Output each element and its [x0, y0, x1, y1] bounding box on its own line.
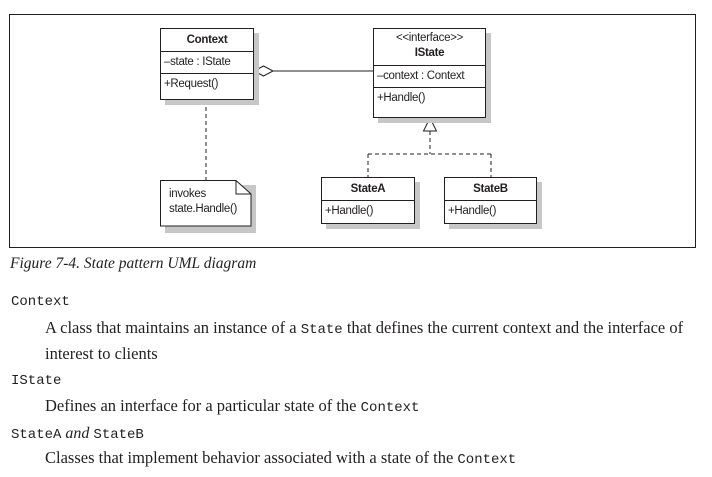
uml-note: invokes state.Handle()	[160, 180, 256, 233]
description-text: Defines an interface for a particular st…	[45, 396, 361, 415]
istate-stereotype: <<interface>>	[395, 32, 464, 44]
stateb-class-name: StateB	[473, 183, 508, 195]
note-shape	[160, 180, 256, 233]
definition-term-istate: IState	[11, 373, 62, 389]
description-text: A class that maintains an instance of a	[45, 318, 301, 337]
note-line: state.Handle()	[169, 203, 238, 215]
description-code: Context	[360, 400, 420, 416]
term-code: StateB	[93, 427, 144, 443]
realization-triangle	[422, 116, 438, 132]
definition-term-statea-stateb: StateA and StateB	[11, 425, 144, 443]
definition-term-context: Context	[11, 294, 70, 310]
definition-description-context: A class that maintains an instance of a …	[45, 316, 710, 366]
stateb-operation: +Handle()	[445, 200, 536, 222]
context-class-box: Context –state : IState +Request()	[160, 28, 254, 100]
description-text: Classes that implement behavior associat…	[45, 448, 458, 467]
description-text: that defines the current context and the…	[45, 318, 684, 363]
stateb-class-box: StateB +Handle()	[444, 177, 537, 224]
term-conjunction: and	[61, 425, 94, 442]
aggregation-diamond	[252, 65, 275, 77]
description-code: Context	[457, 452, 517, 468]
figure-caption: Figure 7-4. State pattern UML diagram	[10, 255, 257, 272]
definition-description-states: Classes that implement behavior associat…	[45, 446, 710, 472]
note-line: invokes	[169, 188, 206, 200]
istate-interface-box: <<interface>> IState –context : Context …	[373, 28, 486, 118]
context-class-operation: +Request()	[161, 73, 253, 95]
statea-class-name: StateA	[350, 183, 386, 195]
description-code: State	[300, 322, 343, 338]
term-code: StateA	[11, 427, 62, 443]
statea-operation: +Handle()	[322, 200, 414, 222]
istate-attribute: –context : Context	[374, 65, 485, 87]
statea-class-box: StateA +Handle()	[321, 177, 415, 224]
diagram-connectors	[205, 65, 492, 180]
context-class-name: Context	[186, 34, 228, 46]
context-class-attribute: –state : IState	[161, 51, 253, 73]
istate-operation: +Handle()	[374, 87, 485, 109]
definition-description-istate: Defines an interface for a particular st…	[45, 394, 710, 420]
istate-interface-name: IState	[414, 47, 445, 59]
